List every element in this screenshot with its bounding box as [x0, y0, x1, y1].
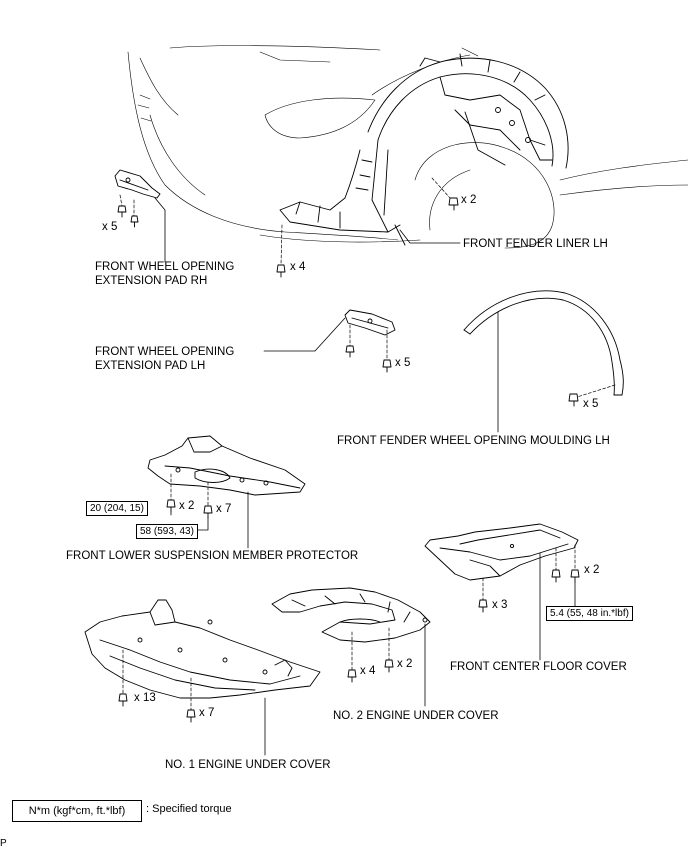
under-cover-1-part: [84, 599, 321, 699]
label-pad-lh-line1: FRONT WHEEL OPENING: [95, 346, 235, 358]
qty-protector-b: x 7: [216, 503, 232, 515]
label-front-fender-liner-lh: FRONT FENDER LINER LH: [463, 238, 608, 250]
dashed-leaders: [119, 177, 616, 711]
label-suspension-protector: FRONT LOWER SUSPENSION MEMBER PROTECTOR: [66, 550, 359, 562]
qty-under1-b: x 7: [199, 707, 215, 719]
qty-protector-a: x 2: [179, 500, 195, 512]
qty-under1-a: x 13: [134, 692, 156, 704]
qty-under2-a: x 4: [360, 665, 376, 677]
legend-torque-unit: N*m (kgf*cm, ft.*lbf): [12, 800, 142, 822]
qty-liner-clip: x 2: [461, 194, 477, 206]
under-cover-2-part: [271, 587, 431, 643]
qty-center-a: x 2: [584, 564, 600, 576]
center-floor-part: [424, 523, 579, 581]
legend-description: : Specified torque: [146, 803, 232, 815]
qty-pad-rh-clip: x 5: [102, 221, 118, 233]
leader-lines: [154, 197, 576, 756]
qty-pad-lh-clip: x 5: [395, 357, 411, 369]
qty-moulding-clip: x 5: [583, 398, 599, 410]
torque-protector-b: 58 (593, 43): [136, 524, 198, 539]
wheel-outline: [414, 142, 555, 249]
torque-center-floor: 5.4 (55, 48 in.*lbf): [546, 606, 633, 621]
qty-center-b: x 3: [492, 599, 508, 611]
label-pad-rh-line2: EXTENSION PAD RH: [95, 275, 208, 287]
pad-rh-part: [114, 169, 161, 199]
torque-protector-a: 20 (204, 15): [86, 501, 148, 516]
label-no2-under-cover: NO. 2 ENGINE UNDER COVER: [333, 710, 499, 722]
label-no1-under-cover: NO. 1 ENGINE UNDER COVER: [165, 759, 331, 771]
protector-part: [147, 435, 306, 496]
fender-liner-part: [279, 53, 569, 246]
qty-liner-bolt: x 4: [290, 261, 306, 273]
label-wheel-opening-moulding: FRONT FENDER WHEEL OPENING MOULDING LH: [337, 435, 610, 447]
fasteners: [117, 197, 580, 723]
qty-under2-b: x 2: [397, 658, 413, 670]
label-pad-lh-line2: EXTENSION PAD LH: [95, 360, 206, 372]
label-pad-rh-line1: FRONT WHEEL OPENING: [95, 261, 235, 273]
label-center-floor-cover: FRONT CENTER FLOOR COVER: [450, 661, 627, 673]
vehicle-body-outline: [127, 45, 688, 243]
figure-code: P: [0, 838, 7, 849]
moulding-part: [463, 290, 624, 396]
pad-lh-part: [344, 309, 396, 336]
